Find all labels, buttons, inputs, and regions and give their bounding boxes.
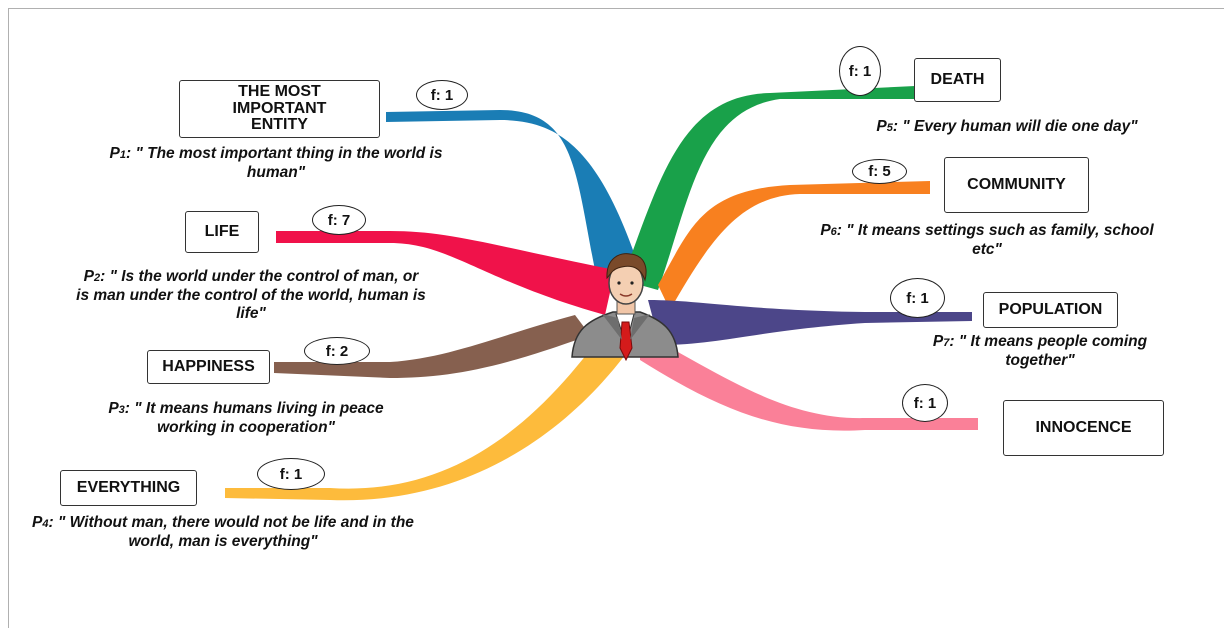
quote-text: : " Is the world under the control of ma… xyxy=(76,268,426,323)
node-label: HAPPINESS xyxy=(162,357,255,375)
participant-id: P xyxy=(876,118,887,135)
participant-id: P xyxy=(108,400,119,417)
node-label: THE MOST IMPORTANT ENTITY xyxy=(232,82,327,134)
branch-ribbon-everything xyxy=(225,350,625,501)
participant-number: 4 xyxy=(42,518,49,530)
frequency-badge: f: 1 xyxy=(257,458,325,490)
frequency-value: f: 7 xyxy=(327,211,351,229)
frequency-value: f: 2 xyxy=(325,342,349,360)
participant-number: 3 xyxy=(118,404,125,416)
quote-text: : " It means humans living in peace work… xyxy=(124,400,384,436)
node-life: LIFE xyxy=(185,211,259,253)
frequency-value: f: 1 xyxy=(430,86,454,104)
participant-number: 6 xyxy=(830,226,837,238)
frequency-value: f: 1 xyxy=(279,465,303,483)
node-label: DEATH xyxy=(930,70,985,88)
participant-number: 7 xyxy=(943,337,950,349)
node-community: COMMUNITY xyxy=(944,157,1089,213)
frequency-badge: f: 5 xyxy=(852,159,907,184)
frequency-badge: f: 1 xyxy=(839,46,881,96)
frequency-badge: f: 1 xyxy=(890,278,945,318)
participant-quote: P5: " Every human will die one day" xyxy=(834,118,1180,137)
frequency-badge: f: 2 xyxy=(304,337,370,365)
participant-quote: P4: " Without man, there would not be li… xyxy=(26,514,420,551)
quote-text: : " It means people coming together" xyxy=(949,333,1148,369)
node-death: DEATH xyxy=(914,58,1001,102)
participant-id: P xyxy=(820,222,831,239)
participant-quote: P2: " Is the world under the control of … xyxy=(76,268,426,324)
participant-number: 5 xyxy=(886,122,893,134)
quote-text: : " Every human will die one day" xyxy=(892,118,1138,135)
participant-id: P xyxy=(109,145,120,162)
branch-ribbon-community xyxy=(658,181,930,310)
branch-ribbon-death xyxy=(622,86,915,290)
businessman-icon xyxy=(571,253,679,362)
node-label: POPULATION xyxy=(998,300,1103,318)
quote-text: : " It means settings such as family, sc… xyxy=(836,222,1154,258)
node-label: INNOCENCE xyxy=(1035,418,1132,436)
node-everything: EVERYTHING xyxy=(60,470,197,506)
frequency-badge: f: 7 xyxy=(312,205,366,235)
canvas-frame xyxy=(8,8,1224,628)
branch-ribbon-most-important-entity xyxy=(386,110,640,270)
participant-number: 1 xyxy=(119,149,126,161)
node-happiness: HAPPINESS xyxy=(147,350,270,384)
branch-ribbon-life xyxy=(276,231,615,315)
frequency-value: f: 1 xyxy=(913,394,937,412)
node-label: EVERYTHING xyxy=(76,478,181,496)
participant-quote: P3: " It means humans living in peace wo… xyxy=(88,400,404,437)
participant-quote: P6: " It means settings such as family, … xyxy=(808,222,1166,259)
frequency-value: f: 1 xyxy=(848,62,872,80)
node-innocence: INNOCENCE xyxy=(1003,400,1164,456)
quote-text: : " The most important thing in the worl… xyxy=(125,145,443,181)
branch-ribbon-population xyxy=(648,300,972,345)
participant-quote: P7: " It means people coming together" xyxy=(900,333,1180,370)
frequency-badge: f: 1 xyxy=(902,384,948,422)
node-population: POPULATION xyxy=(983,292,1118,328)
frequency-value: f: 1 xyxy=(906,289,929,307)
participant-id: P xyxy=(932,333,944,350)
participant-id: P xyxy=(83,268,94,285)
participant-quote: P1: " The most important thing in the wo… xyxy=(102,145,450,182)
node-most-important-entity: THE MOST IMPORTANT ENTITY xyxy=(179,80,380,138)
participant-id: P xyxy=(32,514,43,531)
frequency-badge: f: 1 xyxy=(416,80,468,110)
quote-text: : " Without man, there would not be life… xyxy=(48,514,414,550)
participant-number: 2 xyxy=(93,272,101,284)
node-label: COMMUNITY xyxy=(967,175,1066,193)
frequency-value: f: 5 xyxy=(868,163,891,180)
node-label: LIFE xyxy=(204,222,240,240)
